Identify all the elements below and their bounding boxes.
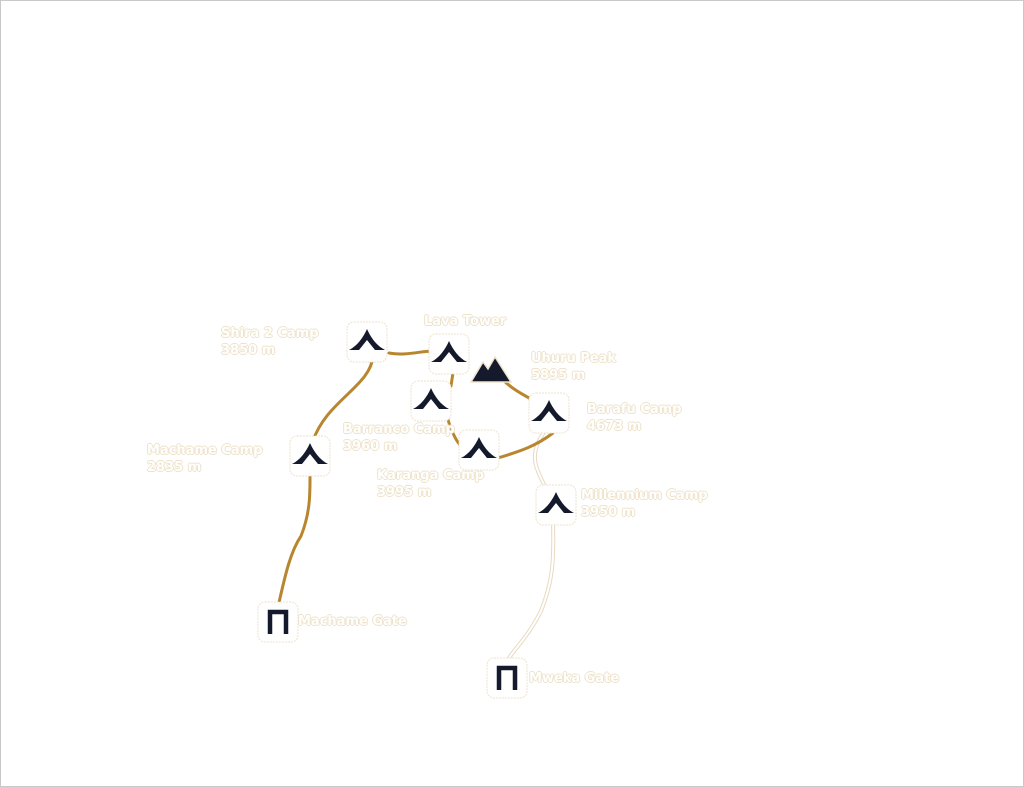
tent-icon (292, 443, 328, 464)
place-elevation: 3850 m (221, 343, 276, 358)
machame-gate-marker[interactable] (257, 601, 299, 643)
place-name: Barranco Camp (343, 422, 455, 437)
karanga-camp-marker[interactable] (458, 429, 500, 471)
place-name: Lava Tower (424, 314, 507, 329)
place-elevation: 3960 m (343, 439, 398, 454)
uhuru-peak-marker[interactable] (469, 355, 513, 383)
millennium-camp-label: Millennium Camp 3950 m (581, 487, 708, 521)
place-name: Karanga Camp (377, 468, 485, 483)
place-name: Millennium Camp (581, 488, 708, 503)
place-name: Shira 2 Camp (221, 326, 319, 341)
uhuru-peak-label: Uhuru Peak 5895 m (531, 350, 616, 384)
tent-icon (531, 400, 567, 421)
place-elevation: 3950 m (581, 505, 636, 520)
millennium-camp-marker[interactable] (535, 484, 577, 526)
ascent-route (276, 349, 555, 609)
place-elevation: 4673 m (587, 419, 642, 434)
place-name: Machame Camp (147, 443, 263, 458)
tent-icon (413, 388, 449, 409)
lava-tower-label: Lava Tower (424, 313, 506, 330)
tent-icon (431, 341, 467, 362)
mweka-gate-marker[interactable] (486, 657, 528, 699)
barranco-camp-label: Barranco Camp 3960 m (343, 421, 455, 455)
place-elevation: 3995 m (377, 485, 432, 500)
peak-icon (469, 355, 513, 383)
place-name: Machame Gate (298, 614, 407, 629)
place-name: Mweka Gate (529, 671, 620, 686)
shira-2-camp-marker[interactable] (346, 321, 388, 363)
machame-gate-label: Machame Gate (298, 613, 407, 630)
barafu-camp-marker[interactable] (528, 392, 570, 434)
place-elevation: 5895 m (531, 368, 586, 383)
lava-tower-marker[interactable] (428, 333, 470, 375)
tent-icon (538, 492, 574, 513)
machame-camp-marker[interactable] (289, 435, 331, 477)
place-name: Barafu Camp (587, 402, 682, 417)
tent-icon (349, 329, 385, 350)
shira-2-camp-label: Shira 2 Camp 3850 m (221, 325, 319, 359)
machame-camp-label: Machame Camp 2835 m (147, 442, 263, 476)
gate-icon (267, 609, 289, 634)
place-elevation: 2835 m (147, 460, 202, 475)
barranco-camp-marker[interactable] (410, 380, 452, 422)
gate-icon (496, 665, 518, 690)
barafu-camp-label: Barafu Camp 4673 m (587, 401, 681, 435)
mweka-gate-label: Mweka Gate (529, 670, 619, 687)
karanga-camp-label: Karanga Camp 3995 m (377, 467, 484, 501)
tent-icon (461, 437, 497, 458)
place-name: Uhuru Peak (531, 351, 617, 366)
